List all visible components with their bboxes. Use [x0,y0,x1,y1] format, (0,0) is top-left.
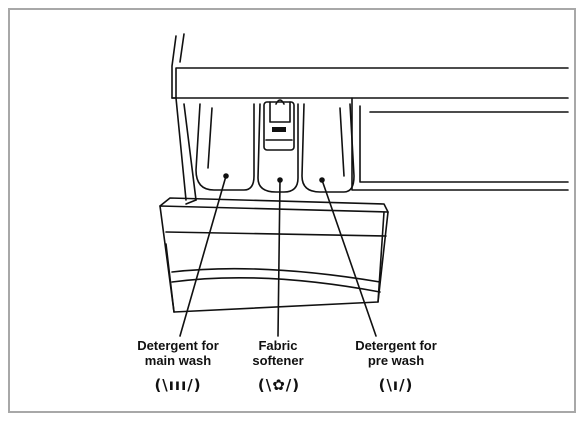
softener-flower-symbol: (\✿/) [257,376,301,394]
pointer-pre-wash [321,179,377,337]
label-softener-line1: Fabric [258,338,298,353]
pre-wash-tub-symbol: (\ı/) [378,376,414,394]
drawer-front [159,205,389,313]
siphon-cap [263,101,295,151]
label-pre-wash-line1: Detergent for [355,338,437,353]
main-wash-tub-symbol: (\ııı/) [154,376,202,394]
diagram-frame [8,8,576,413]
label-main-wash-line2: main wash [144,353,212,368]
label-main-wash: Detergent for main wash [108,338,248,368]
label-pre-wash: Detergent for pre wash [326,338,466,368]
main-wash-compartment [195,103,255,191]
label-pre-wash-line2: pre wash [367,353,425,368]
pointer-main-wash [179,175,227,337]
pre-wash-compartment [301,103,355,193]
label-softener: Fabric softener [228,338,328,368]
label-softener-line2: softener [252,353,304,368]
label-main-wash-line1: Detergent for [137,338,219,353]
pointer-softener [277,179,281,337]
machine-top-panel [171,35,569,99]
